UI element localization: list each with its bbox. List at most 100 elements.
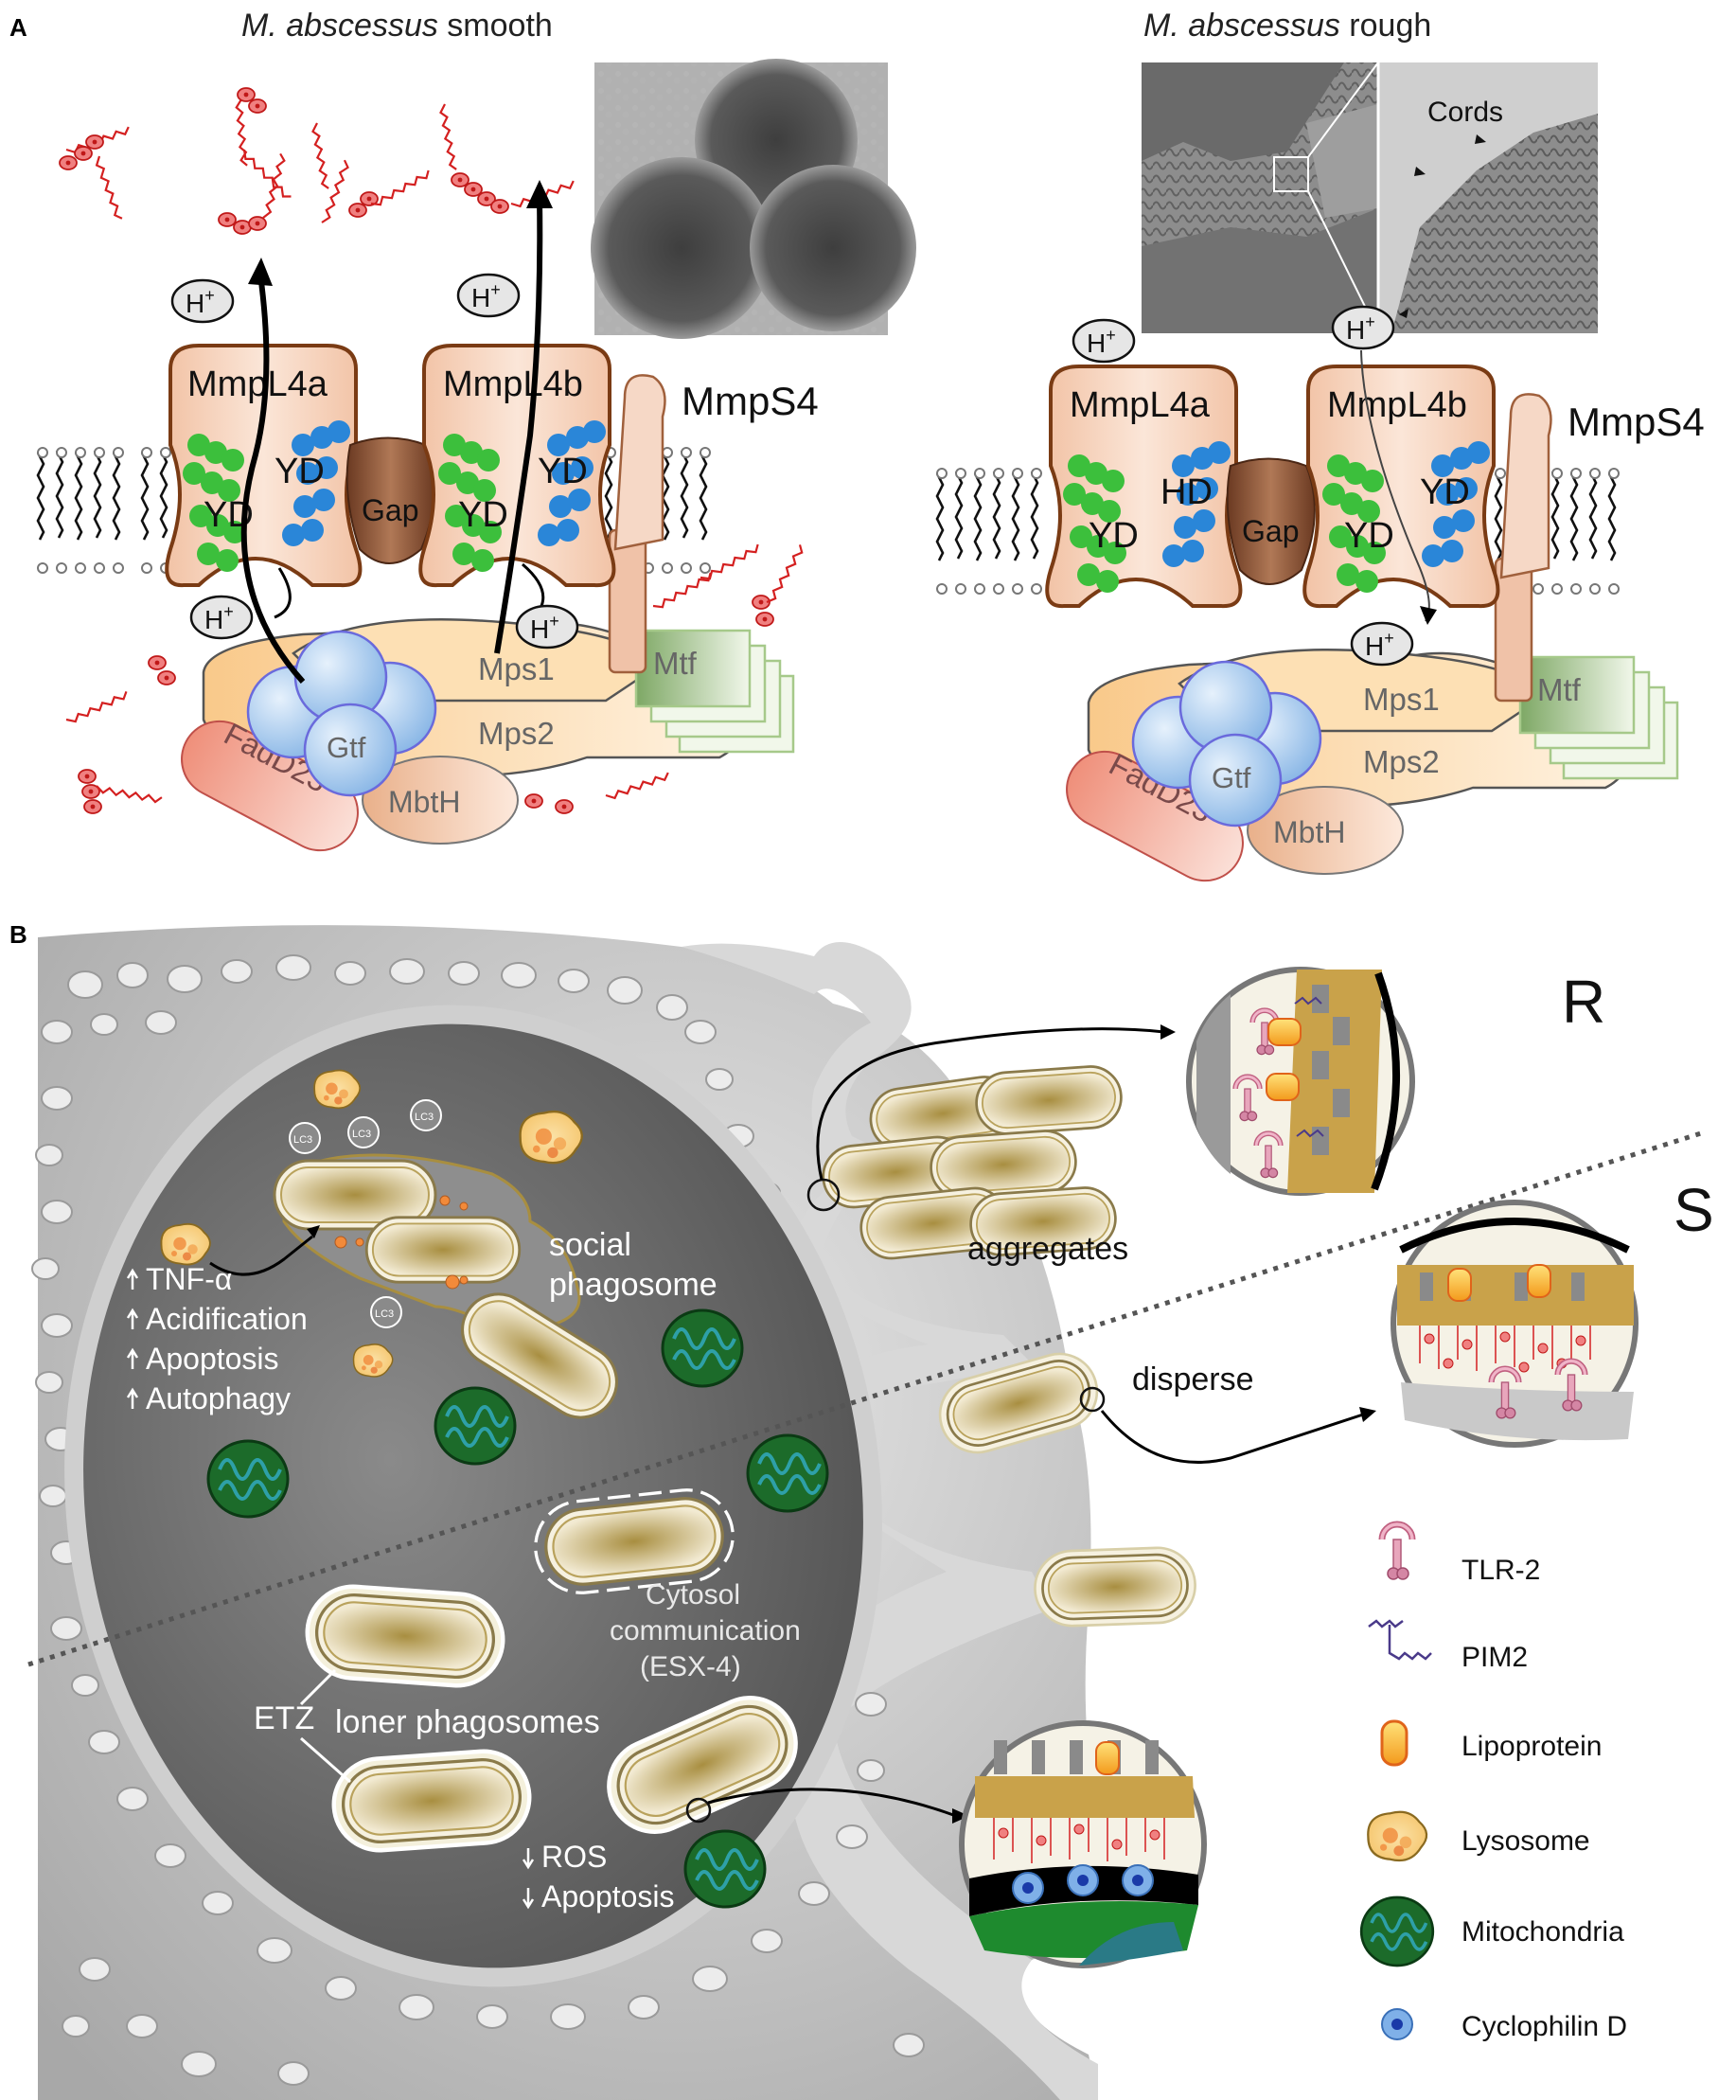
svg-text:H+: H+	[471, 280, 501, 312]
legend-item-tlr2: TLR-2	[1382, 1524, 1540, 1586]
proton-rough-3: H+	[1350, 621, 1414, 667]
label-s: S	[1674, 1176, 1714, 1244]
panel-b: B	[9, 920, 1714, 2100]
svg-text:LC3: LC3	[352, 1129, 371, 1140]
gap-label-rough: Gap	[1242, 514, 1299, 548]
lc3-marker: LC3	[347, 1116, 380, 1148]
aggregates: aggregates	[806, 1024, 1176, 1267]
smooth-title: M. abscessus smooth	[241, 8, 553, 44]
cyclophilin-d-icon	[1381, 2008, 1413, 2040]
pim2-icon	[1368, 1619, 1432, 1661]
mtf-label-rough: Mtf	[1537, 672, 1582, 707]
panel-a: A M. abscessus smooth M. abscessus rough	[9, 8, 1705, 882]
mmpl4a-smooth: MmpL4a YD YD	[165, 344, 363, 588]
lc3-markers: LC3 LC3 LC3 LC3	[289, 1099, 442, 1328]
gtf-label-rough: Gtf	[1212, 761, 1251, 794]
mmps4-rough: MmpS4	[1494, 393, 1705, 703]
svg-text:H+: H+	[186, 286, 215, 318]
mps2-label-rough: Mps2	[1363, 744, 1440, 779]
mbth-smooth: MbtH	[362, 756, 519, 845]
lc3-marker: LC3	[289, 1122, 321, 1154]
svg-text:LC3: LC3	[293, 1134, 312, 1146]
svg-text:H+: H+	[1087, 326, 1116, 358]
proton-smooth-1: H+	[170, 278, 235, 324]
effect-up-1: TNF-α	[126, 1262, 232, 1296]
etz-label: ETZ	[254, 1700, 314, 1736]
rough-colony-micrograph: Cords	[1142, 62, 1598, 334]
protons-smooth: H+ H+ H+ H+	[170, 273, 579, 650]
zoom-circle-s-bottom	[959, 1720, 1207, 1968]
svg-text:Lipoprotein: Lipoprotein	[1461, 1731, 1602, 1762]
lipoprotein-icon	[1380, 1719, 1408, 1767]
mmpl4a-label-rough: MmpL4a	[1070, 385, 1211, 425]
legend-item-cyclophilin-d: Cyclophilin D	[1381, 2008, 1627, 2042]
legend-item-mitochondria: Mitochondria	[1359, 1895, 1624, 1967]
mmpl4a-hd-rough: HD	[1160, 472, 1213, 512]
svg-text:Acidification: Acidification	[146, 1302, 308, 1336]
smooth-colony-micrograph	[591, 59, 916, 339]
mmpl4b-rough: MmpL4b YD YD	[1302, 365, 1500, 609]
mbth-label: MbtH	[388, 785, 460, 819]
aggregates-label: aggregates	[967, 1231, 1128, 1267]
protons-rough: H+ H+ H+	[1072, 305, 1437, 667]
effect-up-3: Apoptosis	[126, 1342, 279, 1376]
mmpl4b-yd-top: YD	[538, 452, 588, 491]
mmpl4b-yd-bottom-rough: YD	[1344, 516, 1394, 556]
export-arrows-smooth	[240, 180, 553, 685]
zoom-circle-r	[1186, 967, 1415, 1196]
cords-arrowhead-2	[1414, 167, 1426, 176]
cords-label: Cords	[1427, 97, 1503, 128]
lysosome-icon	[1367, 1810, 1428, 1862]
disperse-bacteria: disperse	[685, 1352, 1376, 1824]
svg-text:H+: H+	[204, 602, 234, 634]
svg-text:Apoptosis: Apoptosis	[146, 1342, 279, 1376]
cytosol-label-3: (ESX-4)	[640, 1651, 741, 1682]
effect-up-2: Acidification	[126, 1302, 308, 1336]
cytosol-label-2: communication	[610, 1615, 801, 1646]
divider-line-r-s	[27, 1130, 1705, 1667]
proton-rough-2: H+	[1331, 305, 1395, 350]
tlr2-icon	[1382, 1524, 1412, 1579]
svg-text:Cyclophilin D: Cyclophilin D	[1461, 2011, 1627, 2042]
mmpl4b-label-rough: MmpL4b	[1327, 385, 1467, 425]
gap-smooth: Gap	[345, 436, 435, 564]
mbth-label-rough: MbtH	[1273, 815, 1345, 849]
effect-up-4: Autophagy	[126, 1381, 291, 1415]
effects-up-list: TNF-α Acidification Apoptosis Autophagy	[126, 1262, 308, 1415]
svg-text:H+: H+	[1365, 629, 1394, 661]
legend: TLR-2 PIM2 Lipoprotein Lysosome Mitochon…	[1359, 1524, 1627, 2042]
legend-item-lipoprotein: Lipoprotein	[1380, 1719, 1602, 1767]
proton-smooth-3: H+	[189, 595, 254, 640]
cytosol-label-1: Cytosol	[646, 1579, 740, 1611]
zoom-circle-s-top	[1391, 1200, 1639, 1448]
loner-phagosomes: loner phagosomes ETZ	[254, 1584, 801, 1853]
svg-text:PIM2: PIM2	[1461, 1642, 1528, 1673]
social-phagosome-label-1: social	[549, 1227, 631, 1263]
rough-title: M. abscessus rough	[1143, 8, 1431, 44]
svg-text:ROS: ROS	[541, 1840, 607, 1874]
mps2-label: Mps2	[478, 716, 555, 751]
effect-down-1: ROS	[522, 1840, 607, 1874]
mmpl4b-label: MmpL4b	[443, 365, 583, 404]
mps1-label: Mps1	[478, 651, 555, 686]
lc3-marker: LC3	[370, 1296, 402, 1328]
mps1-label-rough: Mps1	[1363, 682, 1440, 717]
panel-b-letter: B	[9, 920, 27, 949]
proton-rough-1: H+	[1072, 318, 1136, 364]
svg-text:TLR-2: TLR-2	[1461, 1555, 1540, 1586]
mtf-stack-rough: Mtf	[1518, 655, 1679, 780]
gap-label: Gap	[362, 493, 418, 527]
svg-text:Autophagy: Autophagy	[146, 1381, 291, 1415]
mitochondria-icon	[1359, 1895, 1435, 1967]
cords-arrowhead-3	[1399, 309, 1408, 318]
mmps4-label: MmpS4	[682, 379, 819, 423]
cords-arrowhead-1	[1475, 134, 1486, 144]
svg-text:Mitochondria: Mitochondria	[1461, 1916, 1624, 1948]
effects-down-list: ROS Apoptosis	[522, 1840, 675, 1913]
mmpl4a-rough: MmpL4a HD YD	[1045, 365, 1243, 609]
label-r: R	[1562, 968, 1605, 1036]
proton-smooth-4: H+	[515, 604, 579, 650]
loner-phagosomes-label: loner phagosomes	[335, 1704, 600, 1740]
svg-text:TNF-α: TNF-α	[146, 1262, 232, 1296]
